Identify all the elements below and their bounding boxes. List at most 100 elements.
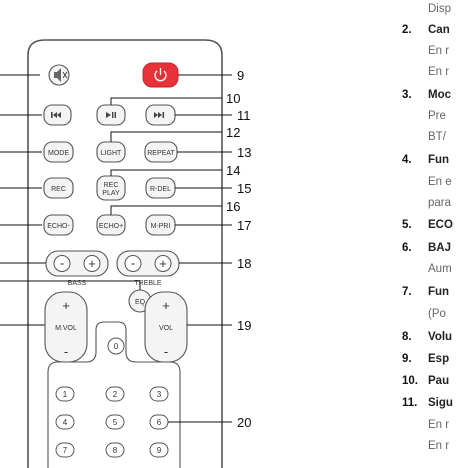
manual-item: 6.BAJ xyxy=(402,242,451,254)
bass-label: BASS xyxy=(68,280,87,287)
rec-button-label: REC xyxy=(51,186,66,193)
rec-button[interactable] xyxy=(43,177,74,199)
bass-plus-button[interactable] xyxy=(83,255,101,272)
key-6-label: 6 xyxy=(157,418,162,427)
manual-item: 8.Volu xyxy=(402,331,452,343)
manual-item: 11.Sigu xyxy=(402,397,453,409)
volume-label: VOL xyxy=(159,325,173,332)
callout-17: 17 xyxy=(237,218,251,233)
manual-item: 3. Moc xyxy=(402,89,451,101)
manual-item: 2. Can xyxy=(402,24,450,36)
digit-keys: 1 2 3 4 5 6 7 8 9 xyxy=(55,386,169,458)
bass-minus-button[interactable] xyxy=(53,255,71,272)
manual-item: 10. Pau xyxy=(402,375,449,387)
manual-item-title: Can xyxy=(428,24,450,36)
light-button-label: LIGHT xyxy=(101,150,122,157)
manual-item-number: 11. xyxy=(402,397,418,409)
manual-line-text: para xyxy=(428,197,452,209)
manual-line-text: Pre xyxy=(428,110,446,122)
power-icon xyxy=(154,68,167,82)
key-1[interactable] xyxy=(55,386,75,402)
manual-item-number: 10. xyxy=(402,375,418,387)
keypad-panel xyxy=(47,321,181,468)
treble-minus-button[interactable] xyxy=(124,255,142,272)
manual-line: (Po xyxy=(402,308,446,320)
master-volume-label: M.VOL xyxy=(55,325,77,332)
manual-item-number: 3. xyxy=(402,89,412,101)
key-4-label: 4 xyxy=(63,418,68,427)
treble-plus-label: + xyxy=(159,256,167,271)
echo-plus-label: ECHO+ xyxy=(99,223,123,230)
key-2-label: 2 xyxy=(113,390,118,399)
repeat-button-label: REPEAT xyxy=(147,150,175,157)
manual-line-text: Aum xyxy=(428,263,452,275)
manual-line: En r xyxy=(402,440,449,452)
key-0-label: 0 xyxy=(114,342,119,351)
manual-line: En r xyxy=(402,45,449,57)
manual-item: 9. Esp xyxy=(402,353,449,365)
manual-item-title: Volu xyxy=(428,331,453,343)
callout-12: 12 xyxy=(226,125,240,140)
echo-minus-button[interactable] xyxy=(43,214,74,236)
manual-item-number: 5. xyxy=(402,219,412,231)
manual-item-number: 4. xyxy=(402,154,412,166)
manual-text-column: Disp 2.Can En r En r 3.Moc Pre BT/ 4.Fun… xyxy=(402,0,456,468)
manual-item-title: Moc xyxy=(428,89,451,101)
treble-plus-button[interactable] xyxy=(154,255,172,272)
manual-line: En r xyxy=(402,419,449,431)
manual-item-number: 9. xyxy=(402,353,412,365)
callout-16: 16 xyxy=(226,199,240,214)
manual-line: En e xyxy=(402,176,452,188)
key-3[interactable] xyxy=(149,386,169,402)
callout-14: 14 xyxy=(226,163,240,178)
manual-item-number: 7. xyxy=(402,286,412,298)
rec-play-label-line1: REC xyxy=(104,182,119,189)
callout-9: 9 xyxy=(237,68,244,83)
key-9[interactable] xyxy=(149,442,169,458)
manual-line: Pre xyxy=(402,110,446,122)
key-4[interactable] xyxy=(55,414,75,430)
echo-minus-label: ECHO- xyxy=(47,223,70,230)
manual-line: Disp xyxy=(402,3,451,15)
manual-line-text: BT/ xyxy=(428,131,446,143)
master-volume-minus: - xyxy=(64,344,68,359)
play-pause-icon xyxy=(106,112,116,118)
manual-line-text: En r xyxy=(428,440,450,452)
manual-line-text: En r xyxy=(428,419,450,431)
skip-back-icon xyxy=(51,112,61,118)
callout-11: 11 xyxy=(237,108,251,123)
key-7[interactable] xyxy=(55,442,75,458)
manual-item-number: 2. xyxy=(402,24,412,36)
master-volume-plus: + xyxy=(62,298,70,313)
manual-line-text: (Po xyxy=(428,308,446,320)
manual-line: para xyxy=(402,197,451,209)
callout-15: 15 xyxy=(237,181,251,196)
eq-label: EQ xyxy=(135,299,146,306)
volume-minus: - xyxy=(164,344,168,359)
key-5-label: 5 xyxy=(113,418,118,427)
manual-line: BT/ xyxy=(402,131,446,143)
mode-button[interactable] xyxy=(43,141,74,163)
key-8[interactable] xyxy=(105,442,125,458)
callout-13: 13 xyxy=(237,145,251,160)
key-2[interactable] xyxy=(105,386,125,402)
manual-line-text: Disp xyxy=(428,3,452,15)
mode-button-label: MODE xyxy=(48,150,69,157)
manual-item: 7. Fun xyxy=(402,286,449,298)
manual-item-title: Fun xyxy=(428,286,450,298)
treble-label: TREBLE xyxy=(134,280,162,287)
key-0[interactable] xyxy=(107,337,125,355)
key-5[interactable] xyxy=(105,414,125,430)
manual-item-title: Pau xyxy=(428,375,450,387)
manual-item-title: ECO xyxy=(428,219,453,231)
key-1-label: 1 xyxy=(63,390,68,399)
manual-item: 4.Fun xyxy=(402,154,449,166)
skip-forward-icon xyxy=(154,112,165,118)
manual-item-number: 6. xyxy=(402,242,412,254)
callout-20: 20 xyxy=(237,415,251,430)
manual-item: 5. ECO xyxy=(402,219,453,231)
remote-control-diagram: MODE LIGHT REPEAT REC REC PLAY R-DEL ECH… xyxy=(0,39,251,468)
m-pri-label: M-PRI xyxy=(151,223,171,230)
callout-18: 18 xyxy=(237,256,251,271)
manual-item-title: Esp xyxy=(428,353,450,365)
